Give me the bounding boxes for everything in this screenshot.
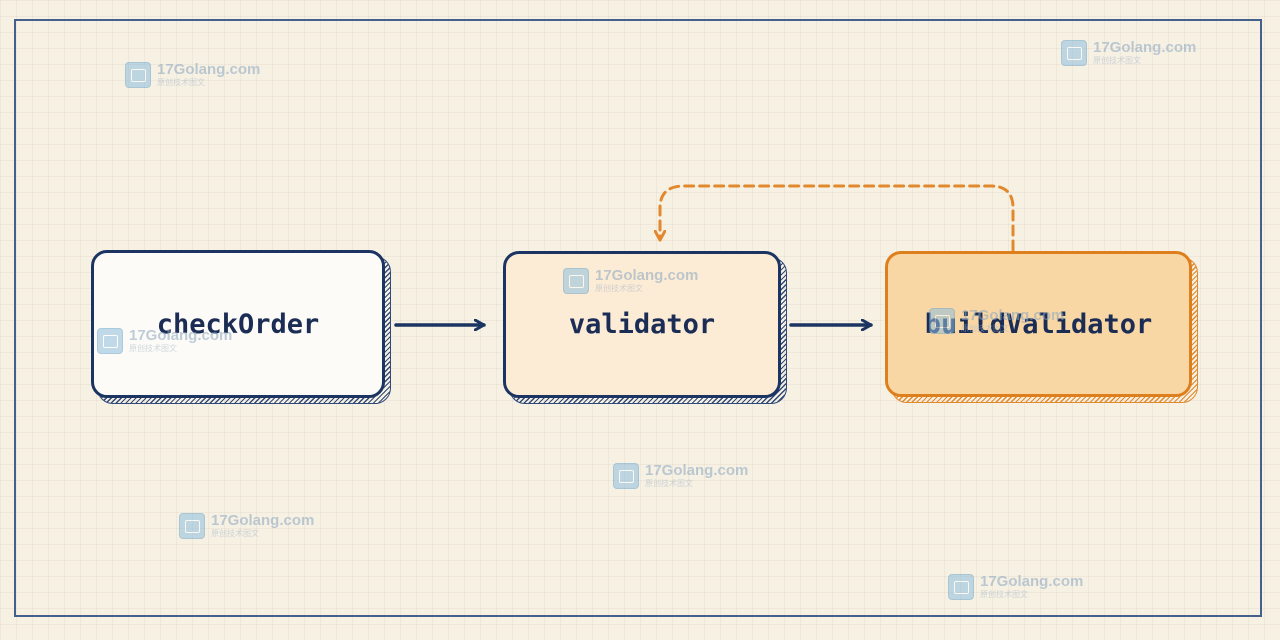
node-validator: validator (503, 251, 781, 398)
node-checkorder: checkOrder (91, 250, 385, 398)
edge-buildvalidator-to-validator (660, 184, 1015, 252)
node-label: buildValidator (924, 308, 1153, 340)
node-buildvalidator: buildValidator (885, 251, 1192, 397)
node-label: validator (568, 309, 716, 340)
diagram-frame (14, 19, 1262, 617)
node-label: checkOrder (156, 308, 320, 340)
